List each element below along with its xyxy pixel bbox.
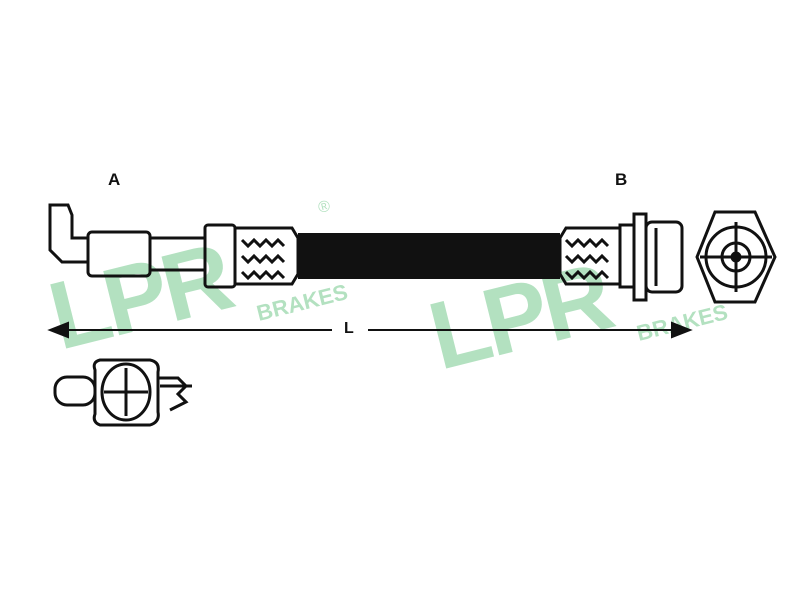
end-b-label: B bbox=[615, 170, 628, 189]
hex-nut-end-view bbox=[695, 210, 777, 304]
svg-text:BRAKES: BRAKES bbox=[254, 279, 350, 326]
hose-body bbox=[298, 233, 560, 279]
banjo-fitting-b bbox=[618, 212, 684, 302]
crimp-ferrule-b bbox=[558, 226, 620, 286]
svg-text:®: ® bbox=[316, 198, 332, 217]
watermark-left: LPR BRAKES ® bbox=[39, 198, 350, 371]
end-a-label: A bbox=[108, 170, 121, 189]
length-label: L bbox=[344, 320, 354, 337]
crimp-ferrule-a bbox=[203, 223, 300, 289]
fitting-a-end-view bbox=[53, 358, 192, 427]
svg-text:BRAKES: BRAKES bbox=[634, 299, 730, 346]
svg-text:LPR: LPR bbox=[39, 222, 242, 370]
length-dimension-arrow bbox=[47, 321, 693, 339]
